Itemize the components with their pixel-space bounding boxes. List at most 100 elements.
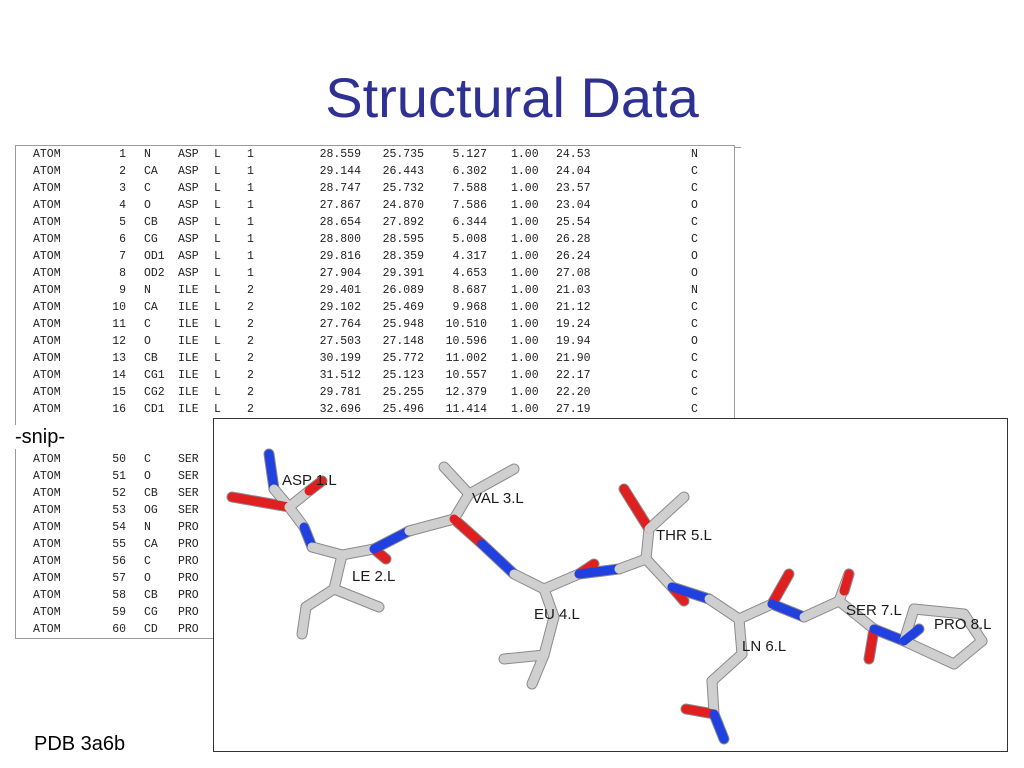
pdb-cell-record: ATOM (33, 521, 61, 534)
pdb-cell-atom-name: OD1 (144, 250, 165, 263)
pdb-cell-serial: 16 (112, 403, 126, 416)
pdb-cell-atom-name: CD1 (144, 403, 165, 416)
pdb-cell-serial: 13 (112, 352, 126, 365)
pdb-cell-serial: 54 (112, 521, 126, 534)
pdb-cell-x: 29.144 (319, 165, 361, 178)
pdb-cell-atom-name: CG1 (144, 369, 165, 382)
atom-bond (799, 596, 844, 622)
pdb-cell-occupancy: 1.00 (511, 301, 539, 314)
atom-bond (707, 676, 719, 719)
pdb-cell-record: ATOM (33, 267, 61, 280)
pdb-cell-x: 27.764 (319, 318, 361, 331)
pdb-cell-bfactor: 24.53 (556, 148, 591, 161)
pdb-cell-x: 27.503 (319, 335, 361, 348)
pdb-cell-z: 5.008 (452, 233, 487, 246)
pdb-cell-x: 29.781 (319, 386, 361, 399)
pdb-cell-record: ATOM (33, 572, 61, 585)
pdb-cell-serial: 53 (112, 504, 126, 517)
pdb-cell-seq: 1 (247, 148, 254, 161)
pdb-cell-residue: ILE (178, 369, 199, 382)
pdb-cell-serial: 15 (112, 386, 126, 399)
pdb-cell-record: ATOM (33, 623, 61, 636)
atom-bond (307, 542, 347, 560)
pdb-cell-serial: 52 (112, 487, 126, 500)
pdb-cell-chain: L (214, 369, 221, 382)
pdb-cell-element: C (691, 182, 698, 195)
pdb-cell-serial: 58 (112, 589, 126, 602)
pdb-cell-y: 25.735 (382, 148, 424, 161)
atom-bond (734, 614, 747, 659)
pdb-cell-y: 28.595 (382, 233, 424, 246)
atom-bond (301, 584, 339, 612)
pdb-cell-x: 28.654 (319, 216, 361, 229)
pdb-cell-element: N (691, 284, 698, 297)
pdb-cell-chain: L (214, 386, 221, 399)
pdb-cell-serial: 5 (119, 216, 126, 229)
pdb-cell-z: 7.588 (452, 182, 487, 195)
pdb-cell-seq: 2 (247, 284, 254, 297)
pdb-cell-seq: 2 (247, 386, 254, 399)
atom-bond (899, 624, 924, 646)
pdb-cell-chain: L (214, 165, 221, 178)
pdb-cell-residue: PRO (178, 538, 199, 551)
atom-bond (574, 564, 624, 579)
pdb-cell-occupancy: 1.00 (511, 352, 539, 365)
pdb-cell-x: 27.904 (319, 267, 361, 280)
pdb-cell-bfactor: 19.24 (556, 318, 591, 331)
pdb-cell-serial: 8 (119, 267, 126, 280)
pdb-cell-serial: 1 (119, 148, 126, 161)
pdb-cell-atom-name: C (144, 453, 151, 466)
pdb-cell-bfactor: 24.04 (556, 165, 591, 178)
pdb-cell-occupancy: 1.00 (511, 386, 539, 399)
pdb-cell-element: N (691, 148, 698, 161)
pdb-cell-atom-name: O (144, 335, 151, 348)
pdb-cell-y: 27.892 (382, 216, 424, 229)
pdb-cell-residue: PRO (178, 555, 199, 568)
pdb-cell-element: O (691, 335, 698, 348)
pdb-cell-residue: PRO (178, 521, 199, 534)
pdb-cell-atom-name: CA (144, 301, 158, 314)
pdb-cell-bfactor: 22.20 (556, 386, 591, 399)
pdb-cell-x: 29.816 (319, 250, 361, 263)
residue-label: LN 6.L (742, 638, 786, 655)
atom-bond (337, 544, 379, 560)
pdb-cell-element: C (691, 301, 698, 314)
atom-bond (644, 492, 689, 534)
pdb-cell-z: 11.002 (445, 352, 487, 365)
pdb-cell-residue: ILE (178, 352, 199, 365)
pdb-cell-occupancy: 1.00 (511, 369, 539, 382)
pdb-cell-x: 28.747 (319, 182, 361, 195)
pdb-cell-seq: 2 (247, 318, 254, 331)
pdb-cell-element: O (691, 267, 698, 280)
pdb-cell-residue: ASP (178, 148, 199, 161)
pdb-cell-serial: 9 (119, 284, 126, 297)
atom-bond (329, 584, 384, 612)
pdb-cell-residue: ILE (178, 284, 199, 297)
atom-bond (499, 650, 549, 664)
pdb-cell-z: 10.510 (445, 318, 487, 331)
pdb-cell-serial: 59 (112, 606, 126, 619)
pdb-cell-residue: ASP (178, 199, 199, 212)
atom-bond (527, 650, 549, 689)
pdb-cell-bfactor: 21.12 (556, 301, 591, 314)
pdb-cell-residue: SER (178, 504, 199, 517)
pdb-cell-record: ATOM (33, 487, 61, 500)
atom-bond (369, 526, 414, 554)
pdb-cell-bfactor: 27.08 (556, 267, 591, 280)
pdb-cell-residue: PRO (178, 572, 199, 585)
pdb-cell-atom-name: CB (144, 487, 158, 500)
residue-label: PRO 8.L (934, 616, 992, 633)
pdb-cell-record: ATOM (33, 318, 61, 331)
pdb-cell-residue: ASP (178, 267, 199, 280)
pdb-cell-element: C (691, 386, 698, 399)
pdb-cell-bfactor: 26.28 (556, 233, 591, 246)
